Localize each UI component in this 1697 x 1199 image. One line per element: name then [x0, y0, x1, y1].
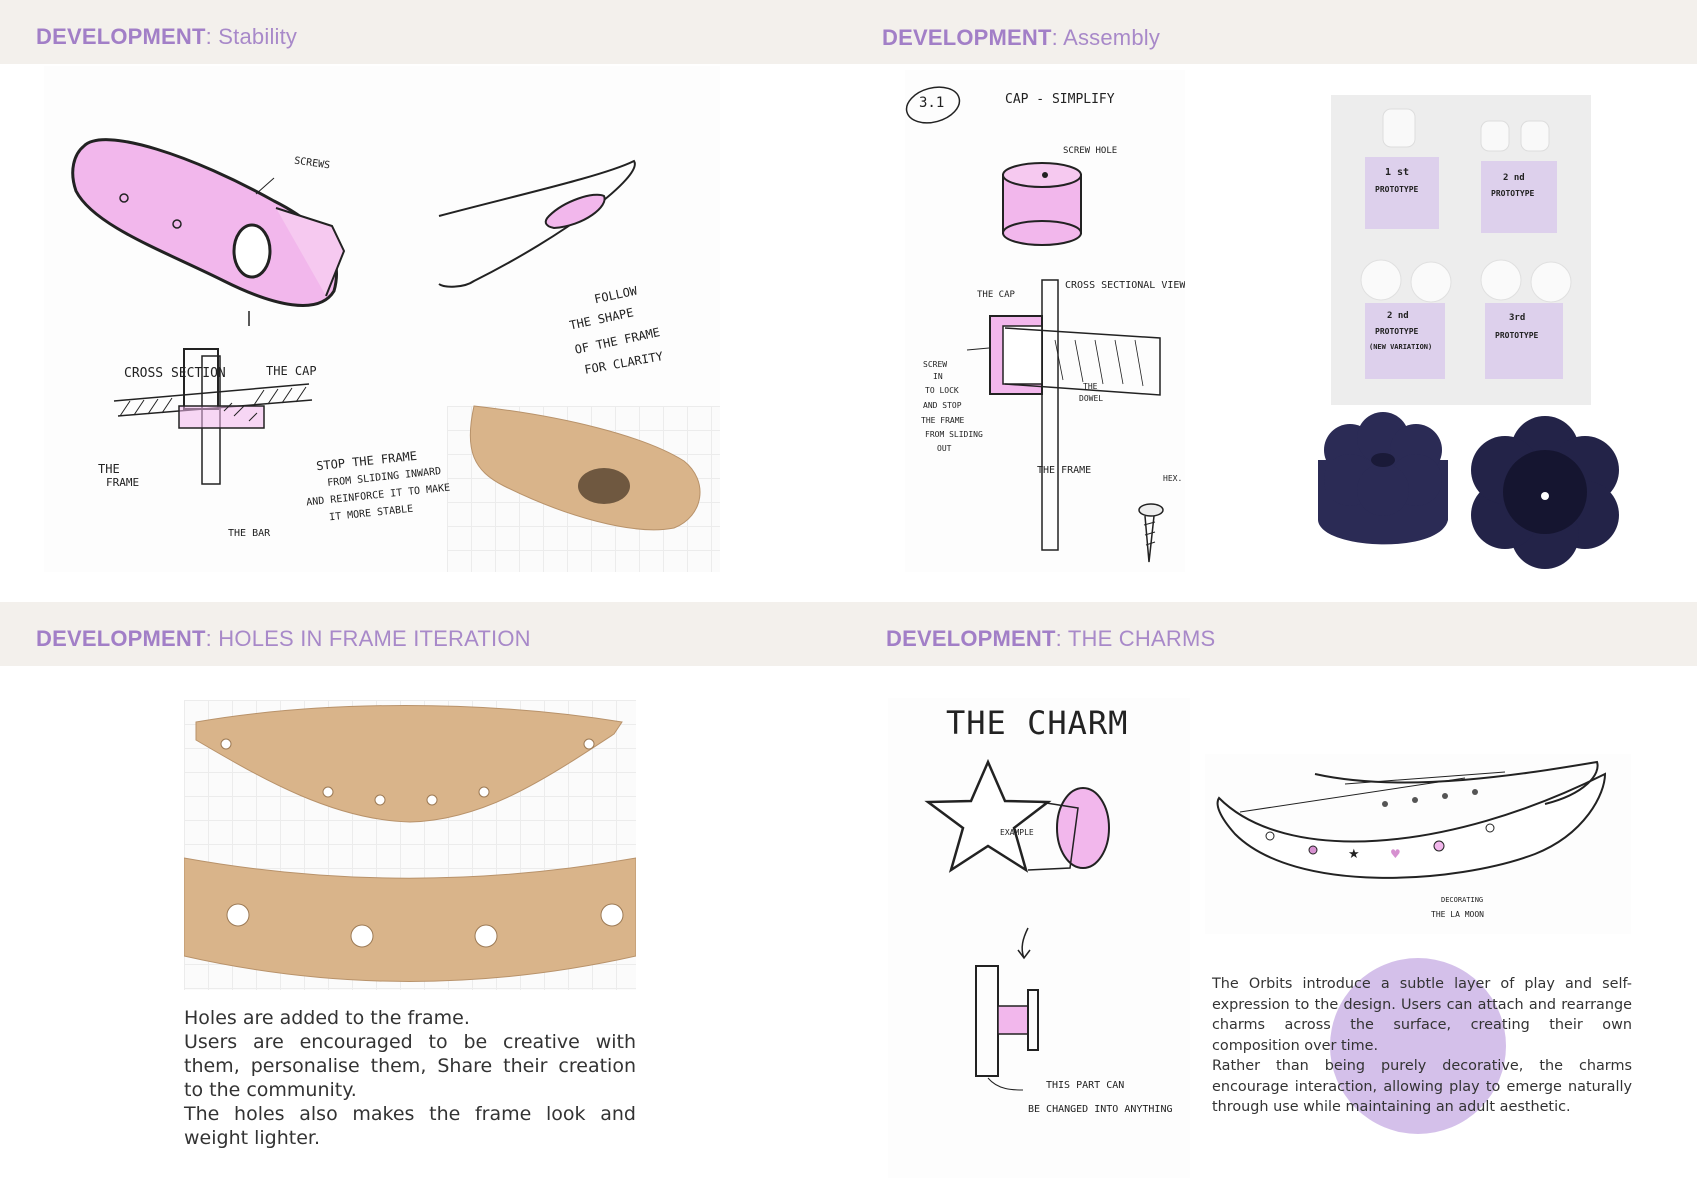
label-screw-6: FROM SLIDING: [925, 430, 983, 439]
label-dowel-2: DOWEL: [1079, 394, 1104, 403]
label-the-cap: THE CAP: [977, 290, 1015, 300]
heading-assembly: DEVELOPMENT: Assembly: [882, 25, 1161, 50]
stability-sketch: SCREWS CROSS SECTION THE CAP THE FRAME T…: [44, 66, 720, 572]
label-the-cap: THE CAP: [266, 364, 317, 378]
heading-charms: DEVELOPMENT: THE CHARMS: [886, 626, 1216, 651]
holes-description: Holes are added to the frame. Users are …: [184, 1006, 636, 1150]
label-screw-hole: SCREW HOLE: [1063, 146, 1118, 156]
label-cap-simplify: CAP - SIMPLIFY: [1005, 92, 1115, 107]
label-part-2: BE CHANGED INTO ANYTHING: [1028, 1104, 1173, 1115]
charm-title: THE CHARM: [946, 704, 1129, 742]
label-screw-7: OUT: [937, 444, 952, 453]
label-screw-1: SCREW: [923, 360, 948, 369]
label-screw-2: IN: [933, 372, 943, 381]
label-example: EXAMPLE: [1000, 828, 1034, 837]
assembly-sketch: 3.1 CAP - SIMPLIFY SCREW HOLE THE CAP CR…: [905, 70, 1185, 572]
label-the-frame-1: THE: [98, 462, 120, 476]
label-dowel-1: THE: [1083, 382, 1098, 391]
navy-flower-caps: [1318, 412, 1619, 569]
charms-description: The Orbits introduce a subtle layer of p…: [1212, 974, 1632, 1118]
label-the-bar: THE BAR: [228, 528, 271, 539]
charm-sketch-drawing: [924, 758, 1110, 1091]
holes-text-3: The holes also makes the frame look and …: [184, 1103, 636, 1149]
flower-cap-top: [1471, 416, 1619, 569]
label-screw-3: TO LOCK: [925, 386, 959, 395]
charms-text-2: Rather than being purely decorative, the…: [1212, 1058, 1632, 1115]
label-cross-sectional: CROSS SECTIONAL VIEW: [1065, 280, 1185, 291]
decorated-frame-sketch: ★ ♥ DECORATING THE LA MOON: [1205, 754, 1631, 934]
holes-text-2: Users are encouraged to be creative with…: [184, 1031, 636, 1101]
heading-stability: DEVELOPMENT: Stability: [36, 24, 298, 49]
frame-pieces: [184, 705, 636, 982]
stability-sketch-drawing: [71, 138, 636, 485]
holes-text-1: Holes are added to the frame.: [184, 1007, 470, 1029]
label-cross-section: CROSS SECTION: [124, 366, 226, 381]
label-step: 3.1: [919, 95, 945, 111]
lilac-circle: [1330, 958, 1506, 1134]
charms-text-1: The Orbits introduce a subtle layer of p…: [1212, 976, 1632, 1054]
assembly-sketch-drawing: [905, 86, 1164, 563]
flower-cap-side: [1318, 412, 1448, 545]
label-screw-5: THE FRAME: [921, 416, 965, 425]
label-decorating-2: THE LA MOON: [1431, 910, 1484, 919]
holes-frame-render: [184, 700, 636, 990]
label-the-frame: THE FRAME: [1037, 465, 1092, 476]
header-band-bottom: [0, 602, 1697, 666]
decorated-frame-drawing: ★ ♥: [1216, 760, 1607, 879]
charm-sketch: THE CHARM EXAMPLE THIS PART CAN BE CHANG…: [888, 698, 1190, 1178]
svg-text:★: ★: [1348, 847, 1360, 862]
label-hex: HEX.: [1163, 474, 1183, 483]
prototype-caps: [1360, 108, 1572, 303]
label-part-1: THIS PART CAN: [1046, 1080, 1125, 1091]
label-screw-4: AND STOP: [923, 401, 962, 410]
wood-cap-render: [469, 405, 701, 531]
svg-text:♥: ♥: [1390, 847, 1401, 861]
heading-holes: DEVELOPMENT: HOLES IN FRAME ITERATION: [36, 626, 531, 651]
label-decorating-1: DECORATING: [1441, 896, 1484, 904]
label-the-frame-2: FRAME: [106, 476, 140, 489]
header-band-top: [0, 0, 1697, 64]
